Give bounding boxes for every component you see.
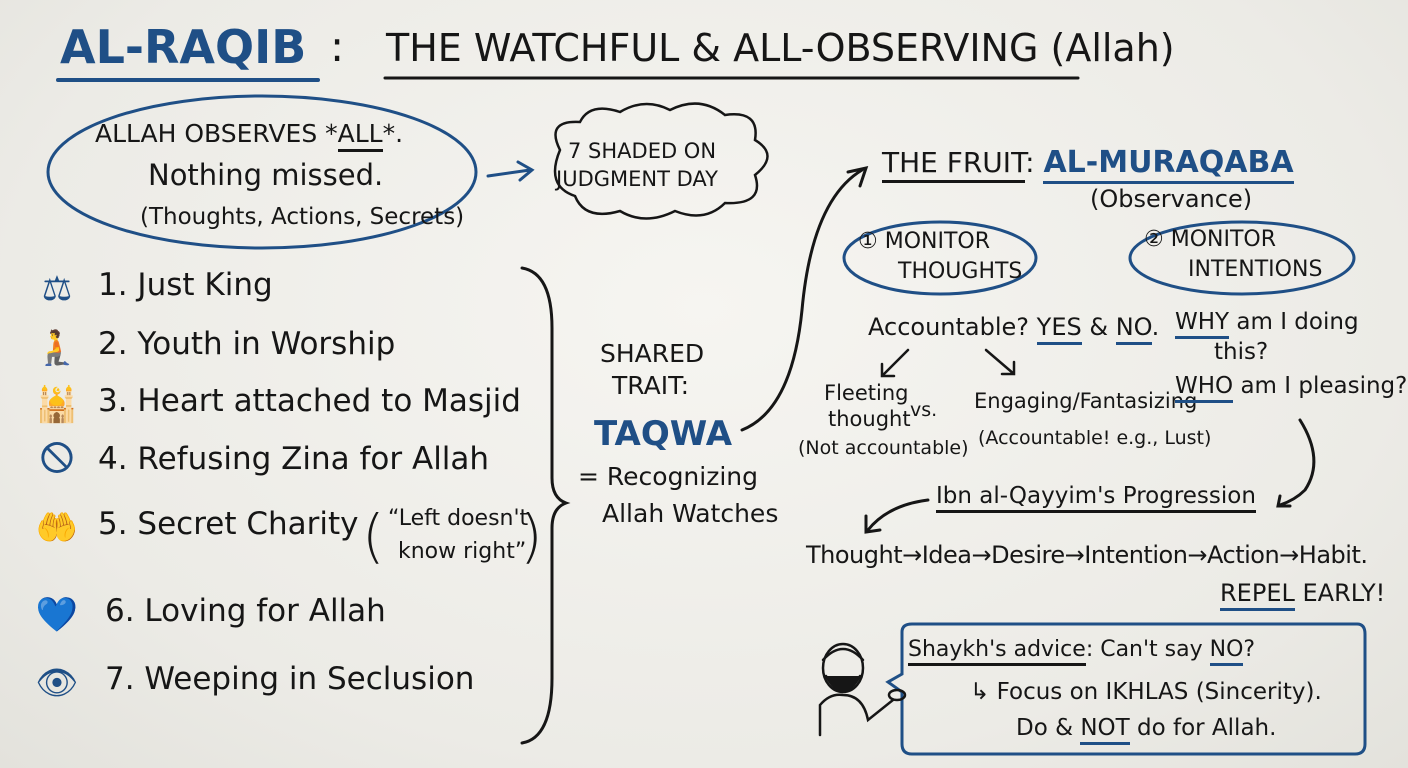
observes-text: ALLAH OBSERVES * — [95, 119, 338, 148]
list-item: 7. Weeping in Seclusion — [105, 661, 475, 697]
shared-line3: = Recognizing — [578, 462, 759, 491]
title-colon: : — [330, 22, 345, 71]
fruit-label: THE FRUIT — [882, 146, 1026, 183]
fruit-sub: (Observance) — [1090, 185, 1253, 213]
fruit-colon: : — [1025, 146, 1035, 179]
scales-icon: ⚖ — [41, 269, 73, 309]
monitor2-number: ② — [1144, 227, 1164, 252]
fleeting-line1: Fleeting — [824, 381, 909, 405]
list-item: 4. Refusing Zina for Allah — [98, 441, 490, 477]
advice-label: Shaykh's advice — [908, 637, 1086, 666]
title-name: AL-RAQIB — [60, 20, 307, 74]
advice-end: do for Allah. — [1129, 715, 1277, 741]
accountable-yes: YES — [1036, 313, 1082, 345]
arrow-to-chain — [864, 498, 930, 534]
advice-no: NO — [1209, 637, 1244, 666]
title-subtitle: THE WATCHFUL & ALL-OBSERVING (Allah) — [386, 26, 1175, 70]
mosque-icon: 🕌 — [35, 385, 79, 425]
fleeting-line2: thought — [828, 407, 911, 431]
shaykh-figure-icon — [818, 642, 907, 737]
monitor1-line1: ① MONITOR — [858, 229, 991, 254]
charity-note-line1: “Left doesn't — [388, 506, 529, 531]
engaging-line2: (Accountable! e.g., Lust) — [978, 427, 1212, 449]
accountable-line: Accountable? YES & NO. — [868, 313, 1160, 345]
arrow-to-cloud — [486, 160, 535, 182]
monitor2-line2: INTENTIONS — [1188, 257, 1323, 282]
weeping-eye-icon: 👁 — [35, 663, 79, 703]
shared-line2: TRAIT: — [612, 371, 690, 400]
advice-do: Do & — [1016, 715, 1081, 741]
fruit-heading: THE FRUIT: AL-MURAQABA — [882, 145, 1294, 184]
advice-box — [885, 622, 1367, 756]
arrow-to-progression — [1276, 418, 1316, 508]
monitor2-text: MONITOR — [1170, 227, 1277, 252]
accountable-question: Accountable? — [868, 313, 1030, 341]
advice-line2: ↳ Focus on IKHLAS (Sincerity). — [970, 679, 1322, 705]
observes-line1: ALLAH OBSERVES *ALL*. — [95, 119, 404, 152]
monitor1-text: MONITOR — [884, 229, 991, 254]
cloud-outline — [553, 102, 769, 220]
shared-line1: SHARED — [600, 339, 705, 368]
advice-line1: Shaykh's advice: Can't say NO? — [908, 637, 1256, 666]
progression-title: Ibn al-Qayyim's Progression — [936, 483, 1256, 514]
why-line2: this? — [1214, 339, 1269, 365]
list-item: 1. Just King — [98, 267, 273, 303]
paren-open: ( — [362, 502, 385, 570]
advice-question: ? — [1243, 637, 1256, 662]
advice-line3: Do & NOT do for Allah. — [1016, 715, 1277, 745]
list-item: 2. Youth in Worship — [98, 326, 396, 362]
shared-line4: Allah Watches — [602, 499, 779, 528]
list-item: 3. Heart attached to Masjid — [98, 383, 521, 419]
accountable-no: NO — [1115, 313, 1152, 345]
arrow-fleeting — [880, 348, 910, 378]
taqwa: TAQWA — [594, 414, 733, 454]
who-line: WHO am I pleasing? — [1175, 373, 1408, 403]
arrow-to-fruit — [740, 165, 869, 432]
why-line1: WHY am I doing — [1175, 309, 1359, 339]
monitor2-line1: ② MONITOR — [1144, 227, 1277, 252]
observes-end: *. — [382, 119, 404, 148]
observes-line3: (Thoughts, Actions, Secrets) — [140, 204, 465, 230]
accountable-dot: . — [1151, 313, 1160, 341]
why-word: WHY — [1175, 309, 1230, 339]
list-item: 6. Loving for Allah — [105, 593, 386, 629]
charity-note-line2: know right” — [398, 539, 527, 564]
early-word: EARLY! — [1302, 579, 1386, 607]
cloud-line2: JUDGMENT DAY — [556, 167, 718, 191]
repel-word: REPEL — [1220, 579, 1295, 611]
paren-close: ) — [520, 502, 543, 570]
advice-not: NOT — [1080, 715, 1130, 745]
observes-line2: Nothing missed. — [148, 158, 384, 192]
repel-early: REPEL EARLY! — [1220, 579, 1386, 611]
brace — [520, 266, 571, 745]
cloud-line1: 7 SHADED ON — [568, 139, 717, 163]
fruit-name: AL-MURAQABA — [1043, 145, 1294, 184]
vs-text: vs. — [910, 399, 938, 421]
advice-rest: : Can't say — [1085, 637, 1203, 662]
accountable-amp: & — [1089, 313, 1109, 341]
charity-hand-icon: 🤲 — [35, 508, 79, 548]
arrow-engaging — [984, 348, 1016, 376]
monitor1-oval — [842, 220, 1038, 296]
who-word: WHO — [1175, 373, 1234, 403]
observes-ellipse — [46, 94, 478, 250]
fleeting-line3: (Not accountable) — [798, 437, 969, 459]
observes-all: ALL — [337, 119, 383, 152]
monitor1-number: ① — [858, 229, 878, 254]
why-rest: am I doing — [1236, 309, 1359, 335]
monitor1-line2: THOUGHTS — [898, 259, 1023, 284]
hearts-icon: 💙 — [35, 595, 79, 635]
praying-person-icon: 🧎 — [35, 328, 79, 368]
prohibited-icon: 🛇 — [39, 438, 75, 479]
progression-chain: Thought→Idea→Desire→Intention→Action→Hab… — [806, 541, 1368, 569]
list-item: 5. Secret Charity — [98, 506, 359, 542]
monitor2-oval — [1128, 220, 1356, 296]
engaging-line1: Engaging/Fantasizing — [974, 389, 1198, 413]
who-rest: am I pleasing? — [1240, 373, 1408, 399]
